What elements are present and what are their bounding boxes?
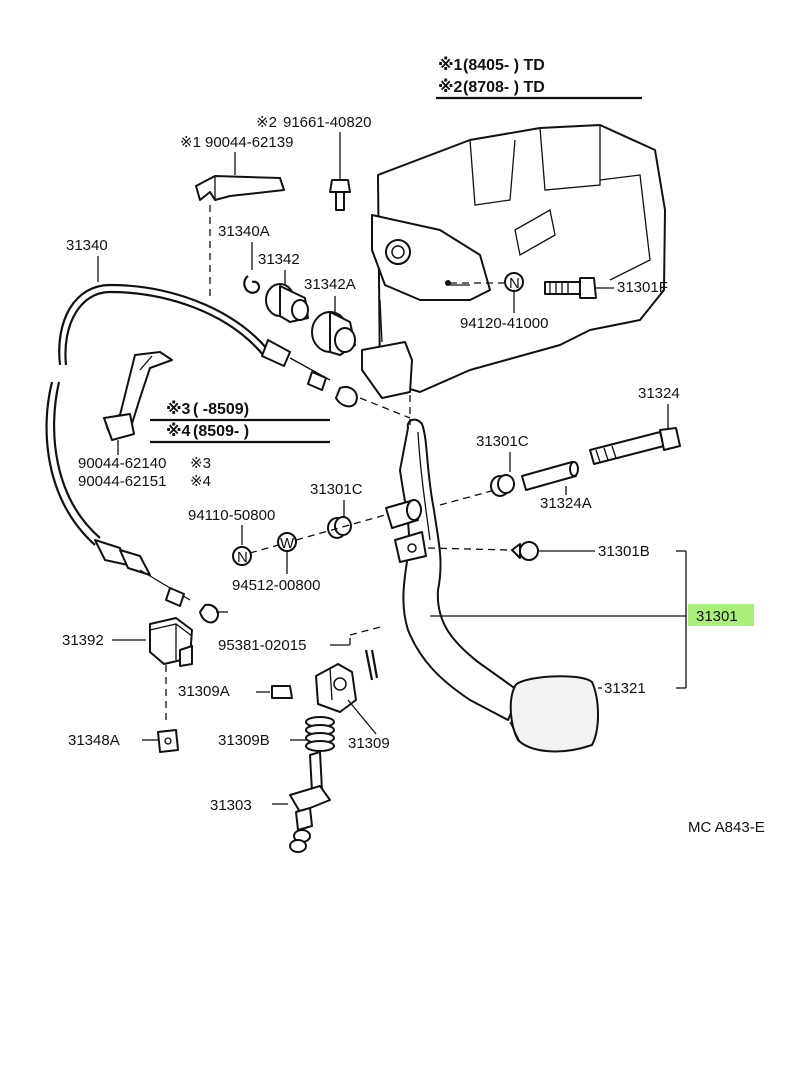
circle-n-lower: N [237,549,248,566]
stopper-31301B: 31301B [427,541,650,561]
note4-text: (8509- ) [193,423,249,440]
pedal-bracket [361,124,666,399]
bolt-31301F: 31301F [544,277,668,299]
label-94120: 94120-41000 [460,315,548,332]
label-31324A: 31324A [540,495,592,512]
label-90044-62140-mark: ※3 [190,455,211,472]
note3-mark: ※3 [166,400,191,418]
header-notes: ※1 (8405- ) TD ※2 (8708- ) TD [436,56,642,100]
label-31301C-upper: 31301C [476,433,529,450]
diagram-code: MC A843-E [688,819,765,836]
note1-mark: ※1 [438,56,463,74]
label-31392: 31392 [62,632,104,649]
bushing-31342: 31342 [258,251,309,323]
bushing-31301C-lower: 31301C [310,481,363,539]
label-31321: 31321 [604,680,646,697]
clutch-cable-31340: 31340 [45,237,411,624]
label-31301C-lower: 31301C [310,481,363,498]
label-31342A: 31342A [304,276,356,293]
collar-31324A: 31324A [521,461,592,512]
label-94110: 94110-50800 [188,507,275,524]
assembly-31301: 31301 [430,550,754,689]
bushing-31301C-upper: 31301C [476,433,529,497]
label-31309: 31309 [348,735,390,752]
label-90044-62151: 90044-62151 [78,473,166,490]
spring-31309B: 31309B [218,716,335,752]
label-31309B: 31309B [218,732,270,749]
switch-31392: 31392 [62,617,193,667]
label-90044-62139: 90044-62139 [205,134,293,151]
bushing-31342A: 31342A [304,276,356,356]
label-94512: 94512-00800 [232,577,320,594]
assembly-lines [165,395,496,720]
washer-94512: W 94512-00800 [232,532,320,594]
label-91661: 91661-40820 [283,114,371,131]
label-31324: 31324 [638,385,680,402]
clip-bracket: 90044-62140 ※3 90044-62151 ※4 [78,351,211,490]
nut-94120: N 94120-41000 [450,272,548,332]
label-90044-62140: 90044-62140 [78,455,166,472]
clevis-31309: 31309A 31309 [178,663,390,752]
label-91661-mark: ※2 [256,114,277,131]
label-31342: 31342 [258,251,300,268]
nut-94110: 94110-50800 N [188,507,275,566]
cushion-31348A: 31348A [68,729,179,753]
label-31301B: 31301B [598,543,650,560]
pin-95381: 95381-02015 [218,625,385,681]
clutch-pedal [385,418,599,753]
pad-31321: 31321 [598,680,646,697]
label-31348A: 31348A [68,732,120,749]
note2-mark: ※2 [438,78,463,96]
note3-text: ( -8509) [193,401,249,418]
circle-w: W [280,535,295,552]
circle-n-upper: N [509,275,520,292]
label-31301: 31301 [696,608,738,625]
label-31340A: 31340A [218,223,270,240]
note4-mark: ※4 [166,422,191,440]
label-31309A: 31309A [178,683,230,700]
label-31301F: 31301F [617,279,668,296]
bolt-31324: 31324 [589,385,681,465]
label-90044-62139-mark: ※1 [180,134,201,151]
note2-text: (8708- ) TD [463,79,545,96]
label-31340: 31340 [66,237,108,254]
mid-notes: ※3 ( -8509) ※4 (8509- ) [150,400,330,444]
label-95381: 95381-02015 [218,637,306,654]
clip-90044-62139: ※1 90044-62139 [180,134,293,300]
pin-31340A: 31340A [218,223,270,294]
pushrod-31303: 31303 [210,751,331,853]
label-90044-62151-mark: ※4 [190,473,211,490]
note1-text: (8405- ) TD [463,57,545,74]
label-31303: 31303 [210,797,252,814]
bolt-91661: ※2 91661-40820 [256,114,371,211]
highlight-31301 [688,604,754,626]
